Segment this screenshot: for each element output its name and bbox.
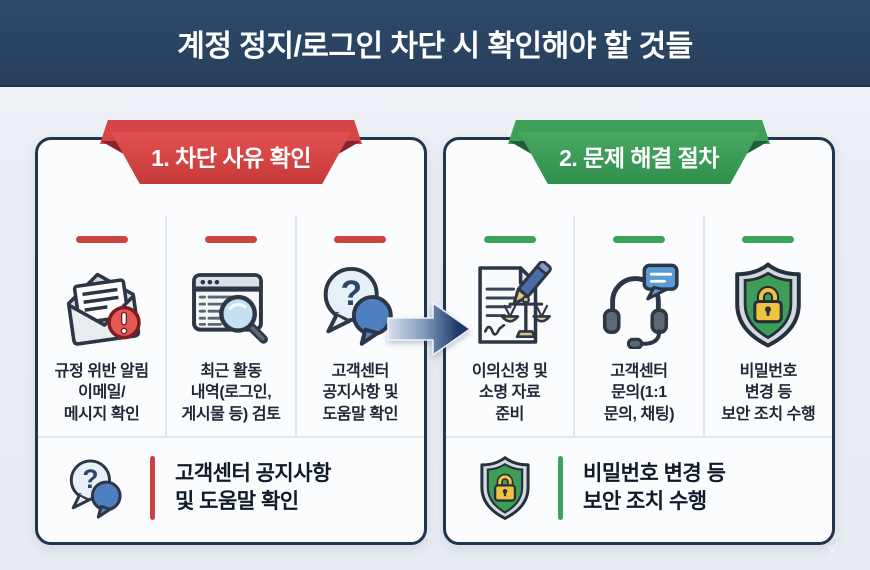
watermark: v bbox=[828, 540, 836, 556]
ribbon-label: 2. 문제 해결 절차 bbox=[519, 132, 759, 184]
ribbon-block-reason: 1. 차단 사유 확인 bbox=[100, 120, 362, 184]
highlight-text: 고객센터 공지사항 및 도움말 확인 bbox=[175, 462, 331, 513]
accent-dash bbox=[483, 236, 536, 243]
accent-dash bbox=[612, 236, 665, 243]
help-chat-icon bbox=[64, 455, 130, 521]
support-headset-icon bbox=[575, 259, 702, 351]
solution-steps: 이의신청 및 소명 자료 준비 고객센터 문의(1:1 문의, 채팅) 비밀번호… bbox=[446, 216, 832, 438]
ribbon-solution-steps: 2. 문제 해결 절차 bbox=[508, 120, 770, 184]
accent-dash bbox=[334, 236, 387, 243]
alert-mail-icon bbox=[38, 259, 165, 351]
accent-dash bbox=[75, 236, 128, 243]
step-label: 최근 활동 내역(로그인, 게시물 등) 검토 bbox=[181, 363, 281, 423]
step-item-appeal: 이의신청 및 소명 자료 준비 bbox=[446, 216, 573, 438]
step-label: 규정 위반 알림 이메일/ 메시지 확인 bbox=[54, 363, 149, 423]
ribbon-label: 1. 차단 사유 확인 bbox=[111, 132, 351, 184]
step-item-contact-support: 고객센터 문의(1:1 문의, 채팅) bbox=[573, 216, 702, 438]
card-block-reason: 1. 차단 사유 확인 규정 위반 알림 이메일/ 메시지 확인 최근 활동 내… bbox=[35, 120, 427, 545]
security-shield-icon bbox=[472, 455, 538, 521]
accent-dash bbox=[204, 236, 257, 243]
step-item-activity-review: 최근 활동 내역(로그인, 게시물 등) 검토 bbox=[165, 216, 294, 438]
step-label: 고객센터 문의(1:1 문의, 채팅) bbox=[603, 363, 675, 423]
reason-steps: 규정 위반 알림 이메일/ 메시지 확인 최근 활동 내역(로그인, 게시물 등… bbox=[38, 216, 424, 438]
accent-bar bbox=[150, 456, 155, 520]
highlight-help-center: 고객센터 공지사항 및 도움말 확인 bbox=[38, 436, 424, 542]
step-item-security: 비밀번호 변경 등 보안 조치 수행 bbox=[702, 216, 832, 438]
step-label: 비밀번호 변경 등 보안 조치 수행 bbox=[721, 363, 816, 423]
flow-arrow-icon bbox=[387, 297, 473, 361]
step-item-help-center: 고객센터 공지사항 및 도움말 확인 bbox=[294, 216, 424, 438]
step-label: 이의신청 및 소명 자료 준비 bbox=[471, 363, 548, 423]
security-shield-icon bbox=[705, 259, 832, 351]
page-title: 계정 정지/로그인 차단 시 확인해야 할 것들 bbox=[177, 29, 693, 63]
activity-review-icon bbox=[167, 259, 294, 351]
accent-dash bbox=[742, 236, 795, 243]
card-solution-steps: 2. 문제 해결 절차 이의신청 및 소명 자료 준비 고객센터 문의(1:1 … bbox=[443, 120, 835, 545]
highlight-text: 비밀번호 변경 등 보안 조치 수행 bbox=[583, 462, 726, 513]
highlight-security: 비밀번호 변경 등 보안 조치 수행 bbox=[446, 436, 832, 542]
accent-bar bbox=[558, 456, 563, 520]
step-item-violation-notice: 규정 위반 알림 이메일/ 메시지 확인 bbox=[38, 216, 165, 438]
step-label: 고객센터 공지사항 및 도움말 확인 bbox=[322, 363, 399, 423]
title-banner: 계정 정지/로그인 차단 시 확인해야 할 것들 bbox=[0, 0, 870, 87]
